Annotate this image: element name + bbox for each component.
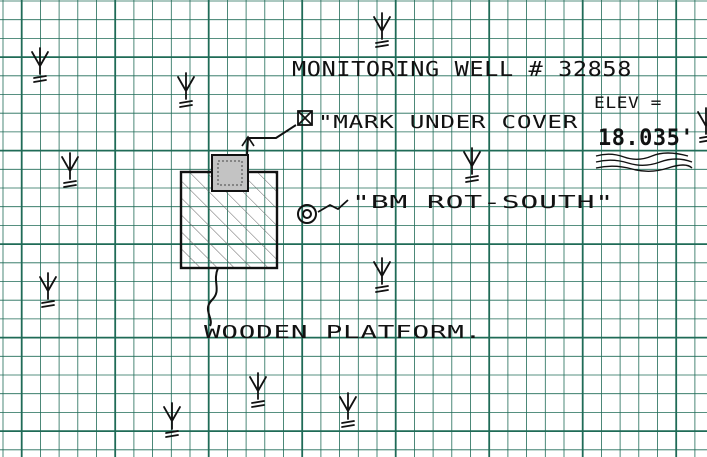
grass-tuft-icon xyxy=(373,12,391,48)
well-marker-box-inner xyxy=(217,160,243,186)
x-in-box-icon xyxy=(297,110,313,126)
elevation-underline xyxy=(595,152,693,172)
well-marker-box xyxy=(211,154,249,192)
benchmark-note: "BM ROT-SOUTH" xyxy=(352,192,614,213)
elevation-value: 18.035' xyxy=(598,126,694,151)
mark-under-cover-note: "MARK UNDER COVER xyxy=(318,112,578,133)
grass-tuft-icon xyxy=(31,47,49,83)
mark-leader-line xyxy=(246,124,297,156)
elevation-label: ELEV = xyxy=(594,93,662,112)
benchmark-leader-line xyxy=(317,199,349,213)
grass-tuft-icon xyxy=(697,107,707,143)
vegetation-symbols xyxy=(31,12,707,438)
mark-leader-arrow xyxy=(241,135,255,147)
grass-tuft-icon xyxy=(249,372,267,408)
grass-tuft-icon xyxy=(463,147,481,183)
grass-tuft-icon xyxy=(39,272,57,308)
grass-tuft-icon xyxy=(61,152,79,188)
platform-leader-line xyxy=(207,267,219,327)
grass-tuft-icon xyxy=(339,392,357,428)
platform-label: WOODEN PLATFORM. xyxy=(204,322,482,343)
grass-tuft-icon xyxy=(177,72,195,108)
grass-tuft-icon xyxy=(373,257,391,293)
benchmark-icon xyxy=(297,204,317,224)
grass-tuft-icon xyxy=(163,402,181,438)
well-title: MONITORING WELL # 32858 xyxy=(292,57,632,81)
